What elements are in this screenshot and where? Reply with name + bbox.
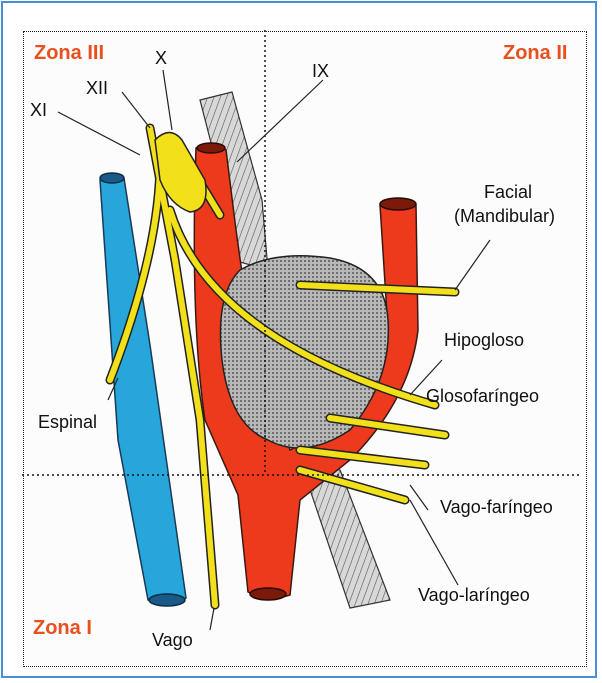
label-x: X [155,48,167,69]
label-mandibular: (Mandibular) [454,206,555,227]
label-facial: Facial [484,182,532,203]
label-vago: Vago [152,630,193,651]
label-glosofaringeo: Glosofaríngeo [426,386,539,407]
label-hipogloso: Hipogloso [444,330,524,351]
label-xi: XI [30,100,47,121]
zone-iii-label: Zona III [34,42,104,65]
label-xii: XII [86,78,108,99]
label-espinal: Espinal [38,412,97,433]
label-ix: IX [312,61,329,82]
zone-i-label: Zona I [33,617,92,640]
label-vago-faringeo: Vago-faríngeo [440,497,553,518]
zone-ii-label: Zona II [503,42,567,65]
label-vago-laringeo: Vago-laríngeo [418,585,530,606]
